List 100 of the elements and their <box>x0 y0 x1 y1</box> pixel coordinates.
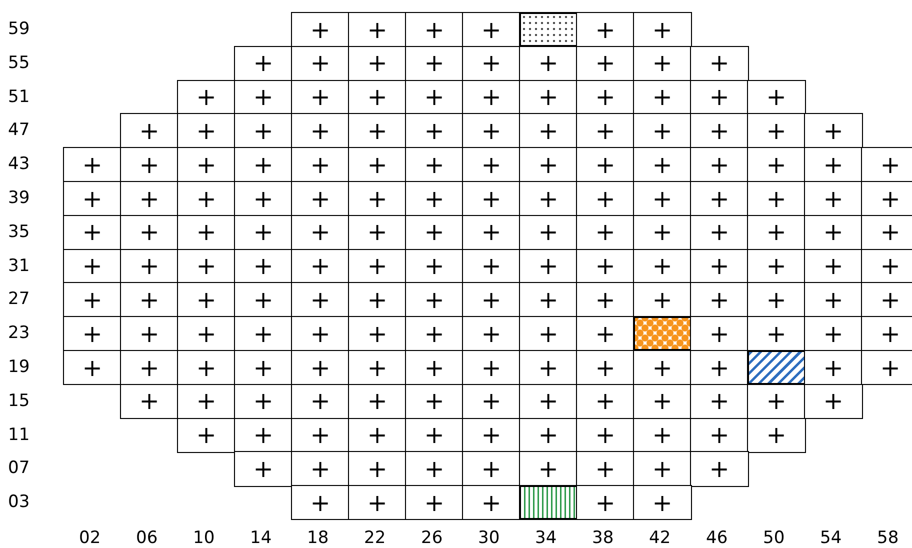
column-label: 06 <box>136 530 158 547</box>
row-label: 47 <box>8 122 30 140</box>
grid-cell: + <box>462 147 521 182</box>
grid-cell: + <box>861 147 912 182</box>
grid-cell: + <box>177 80 236 115</box>
row-label: 39 <box>8 190 30 207</box>
grid-cell: + <box>462 316 521 352</box>
grid-cell: + <box>519 451 578 487</box>
grid-cell: + <box>177 282 236 318</box>
grid-cell: + <box>234 46 293 81</box>
grid-cell: + <box>120 113 179 149</box>
grid-cell: + <box>804 147 863 182</box>
grid-cell: + <box>804 282 863 318</box>
grid-cell: + <box>234 113 293 149</box>
grid-cell: + <box>63 350 122 386</box>
grid-cell: + <box>462 113 521 149</box>
row-label: 15 <box>8 392 30 410</box>
grid-cell: + <box>291 316 350 352</box>
grid-cell: + <box>234 451 293 487</box>
grid-cell: + <box>405 485 464 520</box>
grid-cell: + <box>519 113 578 149</box>
grid-cell: + <box>405 316 464 352</box>
column-label: 30 <box>478 530 500 547</box>
row-label: 59 <box>8 21 30 38</box>
hatched-cell <box>747 350 806 386</box>
grid-cell: + <box>234 316 293 352</box>
grid-cell: + <box>462 12 521 48</box>
grid-cell: + <box>633 485 692 520</box>
row-label: 43 <box>8 156 30 174</box>
column-label: 10 <box>193 530 215 547</box>
grid-cell: + <box>405 113 464 149</box>
column-label: 50 <box>763 530 785 547</box>
grid-cell: + <box>747 147 806 182</box>
column-label: 54 <box>820 530 842 547</box>
column-label: 14 <box>250 530 272 547</box>
grid-cell: + <box>348 451 407 487</box>
row-label: 35 <box>8 224 30 241</box>
grid-cell: + <box>462 485 521 520</box>
grid-cell: + <box>405 282 464 318</box>
grid-cell: + <box>291 147 350 182</box>
column-label: 58 <box>877 530 899 547</box>
grid-cell: + <box>177 316 236 352</box>
grid-cell: + <box>348 316 407 352</box>
column-label: 42 <box>649 530 671 547</box>
grid-cell: + <box>747 80 806 115</box>
row-label: 07 <box>8 460 30 478</box>
grid-cell: + <box>804 113 863 149</box>
grid-cell: + <box>747 113 806 149</box>
column-label: 02 <box>79 530 101 547</box>
grid-cell: + <box>177 147 236 182</box>
grid-cell: + <box>348 282 407 318</box>
grid-cell: + <box>120 384 179 419</box>
grid-cell: + <box>405 12 464 48</box>
grid-cell: + <box>405 147 464 182</box>
grid-cell: + <box>519 147 578 182</box>
grid-cell: + <box>576 485 635 520</box>
grid-cell: + <box>690 451 749 487</box>
grid-cell: + <box>348 485 407 520</box>
grid-cell: + <box>120 282 179 318</box>
grid-cell: + <box>234 282 293 318</box>
row-label: 11 <box>8 426 30 444</box>
grid-cell: + <box>690 316 749 352</box>
grid-cell: + <box>291 451 350 487</box>
grid-cell: + <box>633 113 692 149</box>
grid-cell: + <box>633 147 692 182</box>
grid-cell: + <box>576 147 635 182</box>
grid-cell: + <box>633 12 692 48</box>
grid-cell: + <box>63 282 122 318</box>
grid-cell: + <box>63 316 122 352</box>
grid-cell: + <box>633 282 692 318</box>
column-label: 26 <box>421 530 443 547</box>
grid-cell: + <box>861 316 912 352</box>
grid-cell: + <box>576 451 635 487</box>
grid-cell: + <box>348 147 407 182</box>
row-label: 55 <box>8 54 30 72</box>
column-label: 46 <box>706 530 728 547</box>
column-label: 18 <box>307 530 329 547</box>
dotted-cell <box>519 12 578 48</box>
grid-cell: + <box>576 316 635 352</box>
grid-cell: + <box>861 350 912 386</box>
column-label: 38 <box>592 530 614 547</box>
grid-cell: + <box>234 147 293 182</box>
grid-cell: + <box>690 113 749 149</box>
grid-cell: + <box>576 113 635 149</box>
row-label: 51 <box>8 88 30 106</box>
grid-cell: + <box>747 316 806 352</box>
grid-cell: + <box>690 282 749 318</box>
column-label: 22 <box>364 530 386 547</box>
grid-cell: + <box>690 147 749 182</box>
grid-cell: + <box>804 316 863 352</box>
row-label: 27 <box>8 291 30 308</box>
grid-cell: + <box>690 46 749 81</box>
grid-cell: + <box>348 113 407 149</box>
grid-cell: + <box>291 12 350 48</box>
grid-cell: + <box>462 451 521 487</box>
column-label: 34 <box>535 530 557 547</box>
grid-cell: + <box>861 282 912 318</box>
grid-cell: + <box>576 282 635 318</box>
grid-cell: + <box>291 485 350 520</box>
row-label: 19 <box>8 359 30 376</box>
